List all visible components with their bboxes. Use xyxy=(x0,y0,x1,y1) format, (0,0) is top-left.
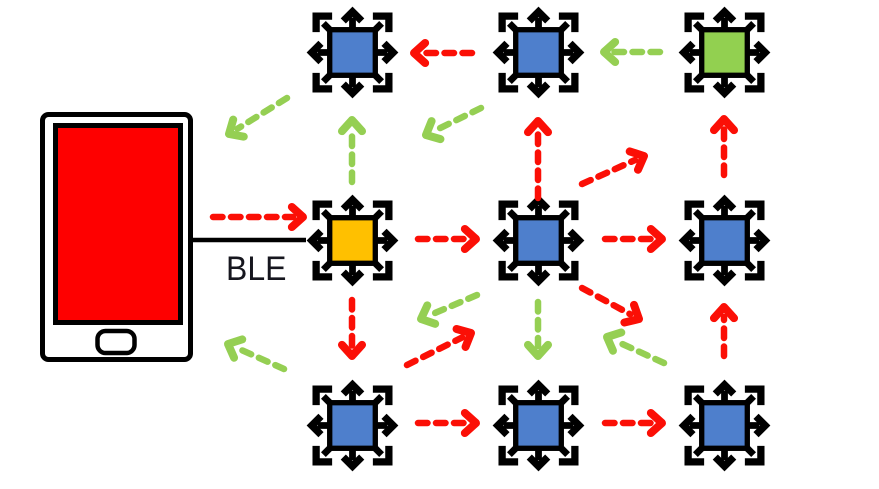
mesh-node-bottom-right xyxy=(676,377,773,474)
mesh-node-icon xyxy=(492,194,584,286)
mesh-node-mid-left-gateway xyxy=(304,192,401,289)
mesh-node-bottom-left xyxy=(304,377,401,474)
mesh-node-mid-right xyxy=(676,192,773,289)
mesh-node-icon xyxy=(492,379,584,471)
mesh-node-mid-center xyxy=(490,192,587,289)
ble-label: BLE xyxy=(226,250,287,288)
mesh-node-icon xyxy=(678,379,770,471)
mesh-node-icon xyxy=(678,194,770,286)
mesh-node-icon xyxy=(492,6,584,98)
mesh-node-top-center xyxy=(490,4,587,101)
mesh-node-icon xyxy=(306,6,398,98)
mesh-node-icon xyxy=(306,194,398,286)
mesh-node-icon xyxy=(678,6,770,98)
mesh-node-top-left xyxy=(304,4,401,101)
mesh-node-top-right xyxy=(676,4,773,101)
mesh-node-icon xyxy=(306,379,398,471)
mesh-node-bottom-center xyxy=(490,377,587,474)
